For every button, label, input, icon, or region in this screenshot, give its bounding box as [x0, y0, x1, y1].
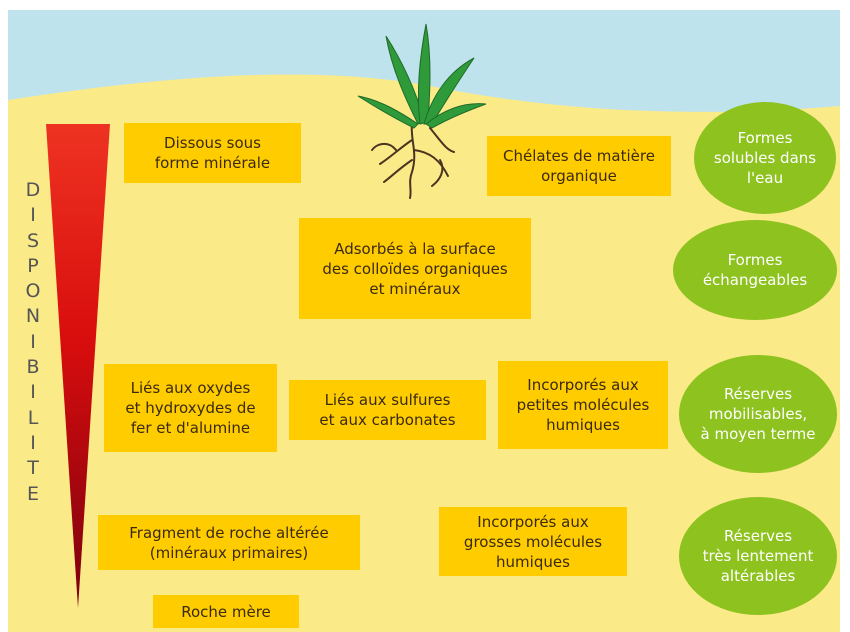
slow-weathering-reserves-oval: Réserves très lentement altérables [679, 497, 837, 615]
large-humic-molecules-box: Incorporés aux grosses molécules humique… [439, 507, 627, 576]
soil [8, 74, 840, 632]
availability-triangle [46, 124, 110, 608]
plant-roots [371, 121, 455, 199]
sulfides-carbonates-box: Liés aux sulfures et aux carbonates [289, 380, 486, 440]
altered-rock-fragment-box: Fragment de roche altérée (minéraux prim… [98, 515, 360, 570]
dissolved-mineral-box: Dissous sous forme minérale [124, 123, 301, 183]
plant [357, 23, 487, 129]
medium-term-reserves-oval: Réserves mobilisables, à moyen terme [679, 355, 837, 473]
soluble-forms-oval: Formes solubles dans l'eau [694, 102, 836, 214]
exchangeable-forms-oval: Formes échangeables [673, 220, 837, 320]
oxides-hydroxides-box: Liés aux oxydes et hydroxydes de fer et … [104, 364, 277, 452]
bedrock-box: Roche mère [153, 595, 299, 628]
adsorbed-colloids-box: Adsorbés à la surface des colloïdes orga… [299, 218, 531, 319]
small-humic-molecules-box: Incorporés aux petites molécules humique… [498, 361, 668, 449]
organic-chelates-box: Chélates de matière organique [487, 136, 671, 196]
